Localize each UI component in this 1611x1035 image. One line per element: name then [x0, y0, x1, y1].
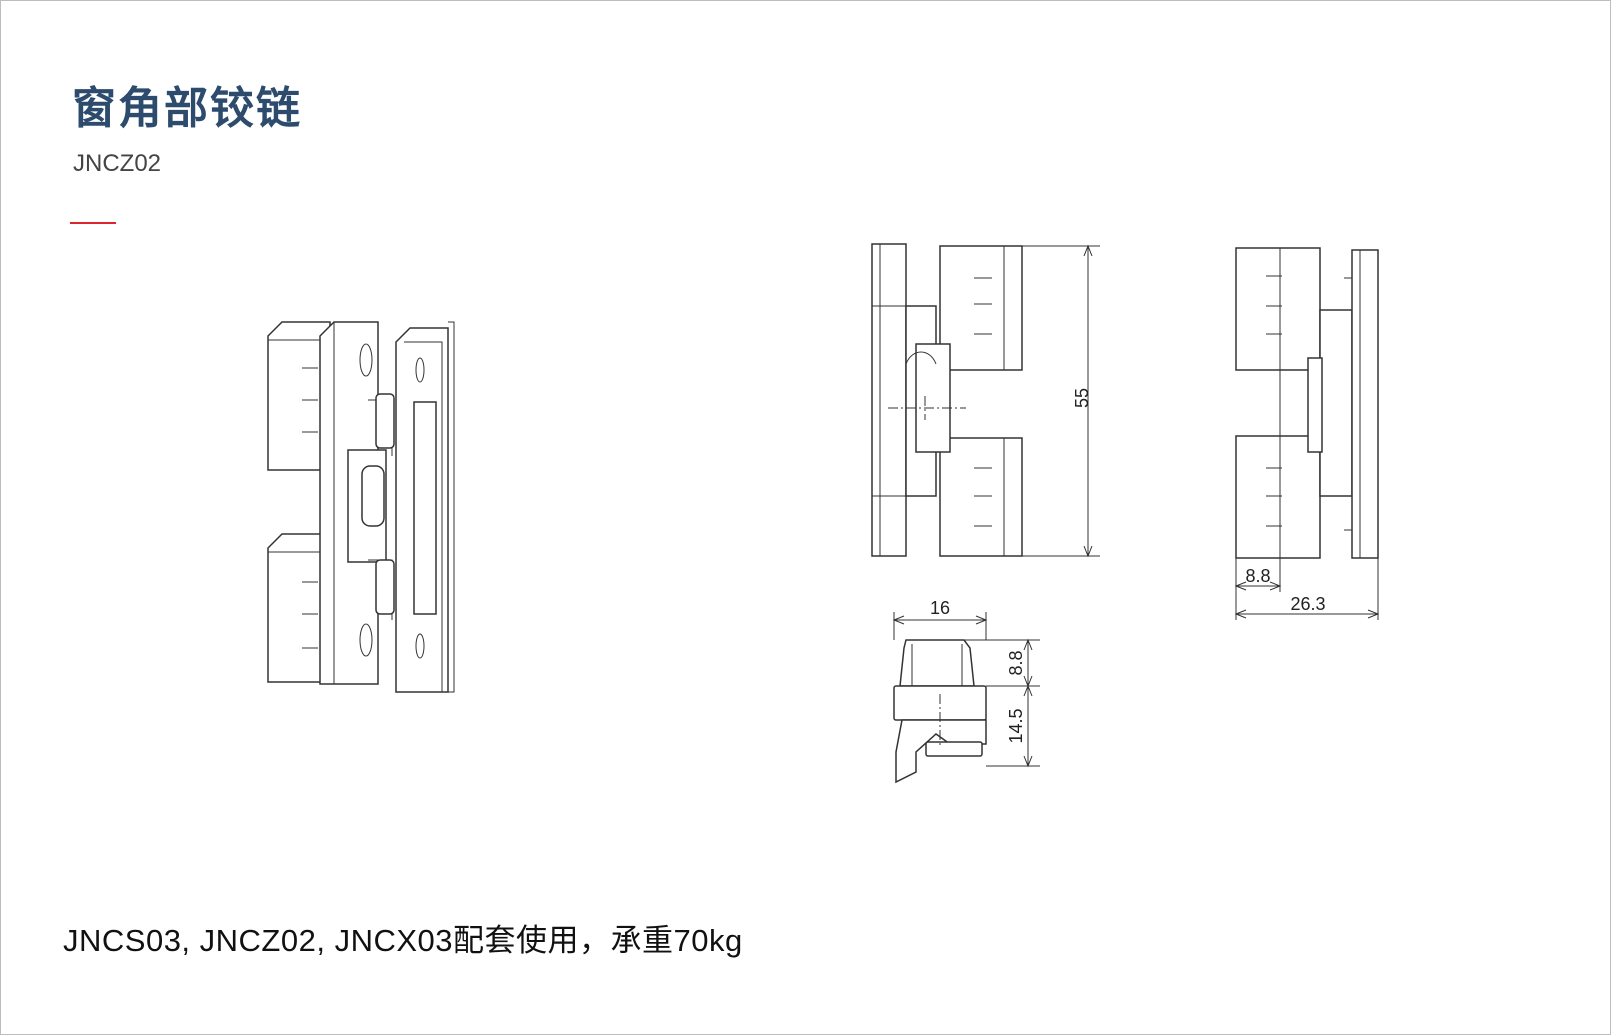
dim-height-label: 55	[1072, 388, 1092, 408]
dim-depth-lower-label: 14.5	[1006, 708, 1026, 743]
page-title: 窗角部铰链	[72, 83, 302, 134]
accent-divider	[70, 222, 116, 224]
front-view	[871, 243, 1100, 558]
dim-side-small-label: 8.8	[1245, 566, 1270, 586]
side-view	[1234, 247, 1380, 620]
usage-note: JNCS03, JNCZ02, JNCX03配套使用，承重70kg	[63, 923, 743, 958]
perspective-view	[267, 321, 455, 693]
dim-width-top-label: 16	[930, 598, 950, 618]
dim-depth-upper-label: 8.8	[1006, 650, 1026, 675]
top-view	[892, 612, 1040, 784]
model-number: JNCZ02	[73, 150, 162, 177]
dim-side-total-label: 26.3	[1290, 594, 1325, 614]
